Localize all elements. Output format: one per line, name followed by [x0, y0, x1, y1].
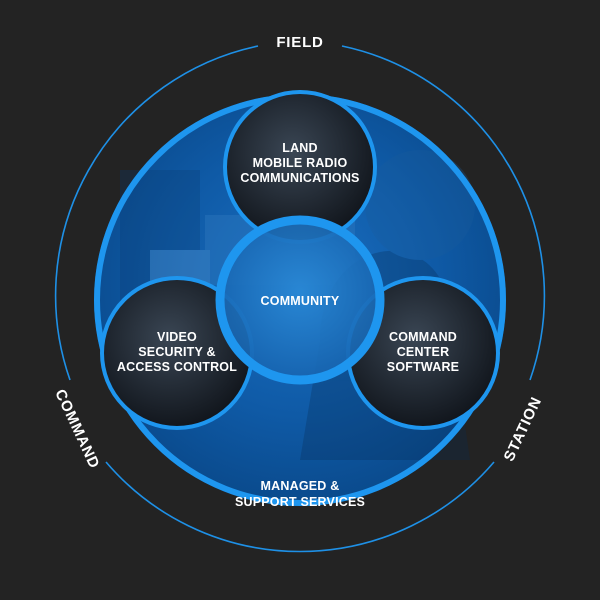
node-top-line-1: LAND: [282, 141, 318, 155]
node-video-security: VIDEO SECURITY & ACCESS CONTROL: [100, 276, 254, 430]
node-center-line-1: COMMUNITY: [261, 294, 340, 308]
node-right-line-1: COMMAND: [389, 330, 457, 344]
node-left-line-1: VIDEO: [157, 330, 197, 344]
node-community: COMMUNITY: [215, 215, 385, 385]
field-label: FIELD: [276, 34, 323, 51]
node-right-line-3: SOFTWARE: [387, 360, 459, 374]
node-top-line-2: MOBILE RADIO: [253, 156, 348, 170]
managed-services-line-1: MANAGED &: [261, 479, 340, 493]
node-left-line-2: SECURITY &: [138, 345, 215, 359]
managed-services-line-2: SUPPORT SERVICES: [235, 495, 365, 509]
outer-ring: [54, 45, 546, 553]
node-top-line-3: COMMUNICATIONS: [240, 171, 359, 185]
node-left-line-3: ACCESS CONTROL: [117, 360, 237, 374]
node-right-line-2: CENTER: [397, 345, 450, 359]
station-label: STATION: [501, 394, 546, 464]
node-land-mobile-radio: LAND MOBILE RADIO COMMUNICATIONS: [223, 90, 377, 244]
command-label: COMMAND: [51, 387, 103, 472]
node-command-center-software: COMMAND CENTER SOFTWARE: [346, 276, 500, 430]
